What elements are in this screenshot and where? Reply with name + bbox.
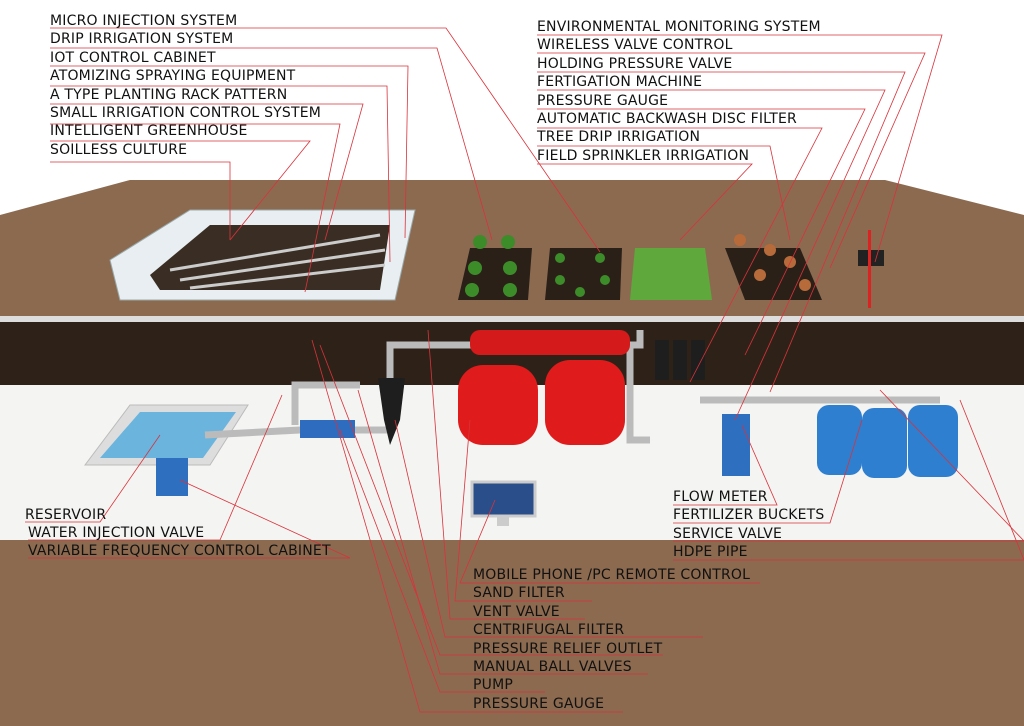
label-remote-control: MOBILE PHONE /PC REMOTE CONTROL [473,567,751,583]
pc-monitor [470,480,537,526]
label-pressure-gauge-bottom: PRESSURE GAUGE [473,695,605,712]
fertigation-machine [722,414,750,476]
label-hdpe-pipe: HDPE PIPE [673,544,748,561]
fertilizer-buckets [817,405,958,478]
label-centrifugal-filter: CENTRIFUGAL FILTER [473,622,625,639]
label-pressure-relief-outlet: PRESSURE RELIEF OUTLET [473,640,663,657]
label-flow-meter: FLOW METER [673,489,768,505]
label-pump: PUMP [473,677,514,694]
label-tree-drip-irrigation: TREE DRIP IRRIGATION [537,129,701,146]
label-micro-injection-system: MICRO INJECTION SYSTEM [50,13,238,29]
centrifugal-filter [378,378,405,445]
top-right-labels: ENVIRONMENTAL MONITORING SYSTEM WIRELESS… [537,18,821,165]
disc-filters [655,340,705,380]
sand-filters [458,330,630,445]
trench-wall-line [0,316,1024,322]
label-sand-filter: SAND FILTER [473,585,565,602]
middle-right-labels: FLOW METER FERTILIZER BUCKETS SERVICE VA… [673,488,825,562]
equipment-slab [0,385,1024,540]
label-backwash-disc-filter: AUTOMATIC BACKWASH DISC FILTER [537,110,797,127]
label-iot-control-cabinet: IOT CONTROL CABINET [50,49,216,66]
label-intelligent-greenhouse: INTELLIGENT GREENHOUSE [50,123,248,140]
label-vfc-cabinet: VARIABLE FREQUENCY CONTROL CABINET [28,543,331,559]
label-a-type-planting-rack: A TYPE PLANTING RACK PATTERN [50,86,288,103]
top-left-labels: MICRO INJECTION SYSTEM DRIP IRRIGATION S… [50,12,321,159]
label-soilless-culture: SOILLESS CULTURE [50,141,188,158]
foreground-ground [0,540,1024,726]
leader-lines [25,27,1024,713]
label-small-irrigation-control: SMALL IRRIGATION CONTROL SYSTEM [50,104,322,121]
label-atomizing-spraying-equipment: ATOMIZING SPRAYING EQUIPMENT [50,68,296,85]
label-service-valve: SERVICE VALVE [673,525,783,542]
vfc-cabinet [156,458,188,496]
sprinkler-field [630,248,712,300]
reservoir [84,404,249,466]
tree-drip-field [725,234,822,300]
label-fertilizer-buckets: FERTILIZER BUCKETS [673,507,825,524]
label-holding-pressure-valve: HOLDING PRESSURE VALVE [537,55,733,72]
label-pressure-gauge-top: PRESSURE GAUGE [537,92,669,109]
label-environmental-monitoring: ENVIRONMENTAL MONITORING SYSTEM [537,19,821,35]
label-vent-valve: VENT VALVE [473,603,560,620]
label-fertigation-machine: FERTIGATION MACHINE [537,74,703,91]
bottom-center-labels: MOBILE PHONE /PC REMOTE CONTROL SAND FIL… [473,566,750,713]
label-drip-irrigation-system: DRIP IRRIGATION SYSTEM [50,31,234,48]
label-wireless-valve-control: WIRELESS VALVE CONTROL [537,37,733,54]
drip-field [458,235,532,300]
label-manual-ball-valves: MANUAL BALL VALVES [473,658,632,675]
label-water-injection-valve: WATER INJECTION VALVE [28,525,205,541]
pump [300,420,355,438]
label-field-sprinkler: FIELD SPRINKLER IRRIGATION [537,147,750,164]
micro-injection-field [545,248,622,300]
greenhouse [109,209,416,301]
label-reservoir: RESERVOIR [25,507,107,523]
